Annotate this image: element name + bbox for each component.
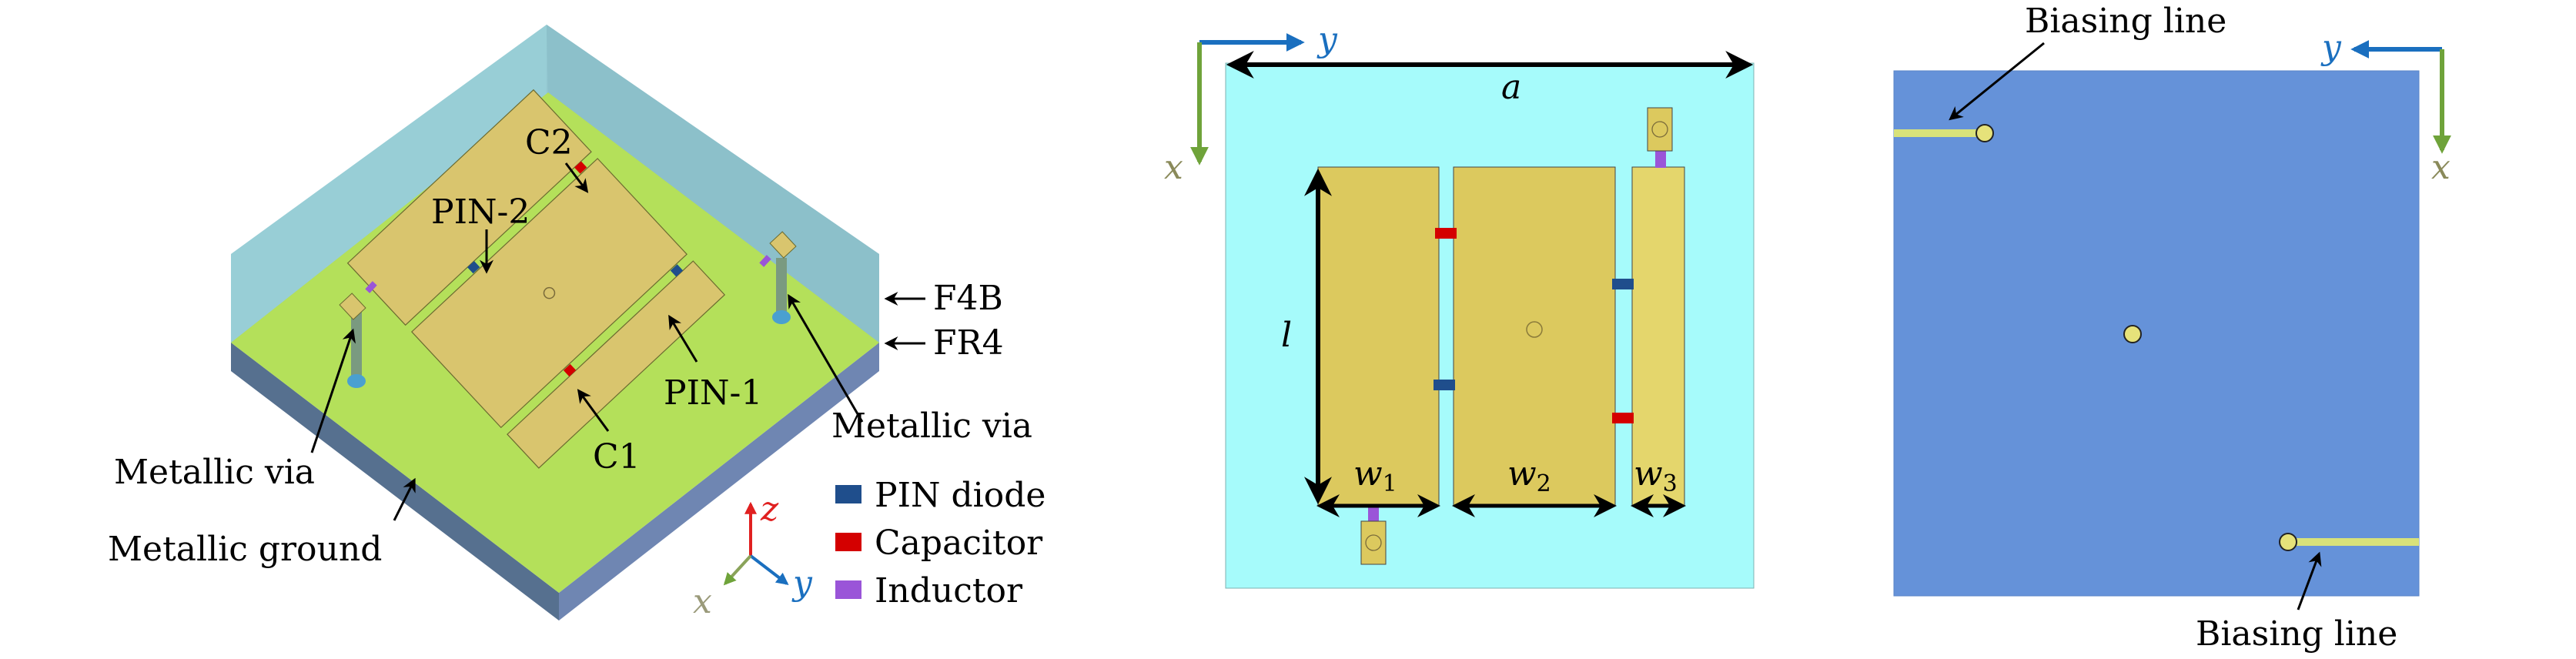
pin1-arrow [668,314,698,363]
patch-w1-top [1317,166,1440,507]
via-pad-bottom [1360,520,1387,565]
label-pin1: PIN-1 [664,373,762,413]
inductor-right [759,255,771,267]
center-via-dot [543,286,556,299]
axis-x-label: x [693,582,712,621]
label-fr4: FR4 [933,323,1004,363]
label-bias-top: Biasing line [2025,2,2226,41]
f4b-inner-right [547,25,879,343]
ground-arrow [393,477,416,521]
center-via-top [1526,321,1543,338]
legend-label-pin: PIN diode [875,476,1045,515]
via-right-pad [769,231,797,259]
legend-label-ind: Inductor [875,571,1023,610]
inductor-top [1655,151,1666,168]
axis-y-label-c: y [2320,28,2342,67]
dim-a-label: a [1501,68,1521,107]
panel-b-top-view: a l w1 w2 w3 y x [1164,20,1755,589]
label-via-left: Metallic via [114,453,315,492]
via-right-arrow [788,293,864,423]
label-c2: C2 [525,123,573,162]
cap-c1 [563,363,577,377]
label-ground: Metallic ground [108,530,382,569]
patch-w3 [507,260,726,469]
pin2-top [1434,380,1455,390]
via-hole-bottom [1365,534,1382,551]
pin-1 [670,264,684,277]
legend-swatch-cap [835,533,861,551]
via-left-base [347,374,366,388]
via-right-shaft [776,258,787,319]
axis-x-label-b: x [1164,148,1183,187]
via-left-arrow [310,328,356,453]
patch-w1 [346,89,592,326]
panel-a-3d-view: C2 PIN-2 PIN-1 C1 F4B FR4 Metallic via M… [108,25,1045,621]
label-bias-bottom: Biasing line [2196,614,2397,654]
biasing-line-top [1894,129,1980,137]
legend-swatch-ind [835,580,861,599]
pin1-top [1612,279,1634,289]
axis-x-label-c: x [2431,148,2451,187]
f4b-inner-left [231,25,548,343]
label-via-right: Metallic via [831,406,1032,446]
c1-arrow [577,389,610,432]
axis-y-label-b: y [1316,20,1338,59]
via-right-base [772,310,791,324]
cap-c2-top [1435,228,1457,239]
panel-c-bottom-view: Biasing line Biasing line y x [1893,2,2451,654]
cap-c2 [574,161,587,174]
pin-2 [467,261,480,274]
via-dot-center [2123,325,2142,343]
via-dot-top [1975,124,1994,142]
label-pin2: PIN-2 [431,192,530,232]
bias-bottom-arrow [2297,551,2322,610]
via-left-pad [339,293,366,320]
via-pad-top [1647,107,1673,152]
axis-y-arrow [749,554,789,585]
dim-l-label: l [1281,316,1292,355]
fr4-right-side [559,343,879,621]
axis-z-label: z [760,490,779,529]
label-f4b: F4B [933,279,1003,318]
biasing-line-bottom [2288,538,2419,546]
via-left-shaft [351,312,362,381]
dim-w1-label: w1 [1353,454,1397,497]
patch-w3-top [1631,166,1685,507]
dim-w3-label: w3 [1634,454,1678,497]
legend-swatch-pin [835,485,861,503]
patch-w2 [410,158,687,429]
bias-top-arrow [1949,42,2045,121]
dim-w2-label: w2 [1507,454,1551,497]
c2-arrow [564,162,589,193]
via-dot-bottom [2279,533,2297,551]
inductor-bottom [1368,506,1379,521]
axis-x-arrow [723,554,752,586]
ground-plane [1893,70,2420,597]
cap-c1-top [1612,413,1634,423]
via-hole-top [1651,121,1668,138]
legend-label-cap: Capacitor [875,524,1043,563]
fr4-left-side [231,343,559,621]
label-c1: C1 [593,437,641,477]
inductor-left [365,281,377,293]
axis-y-label: y [791,564,813,603]
